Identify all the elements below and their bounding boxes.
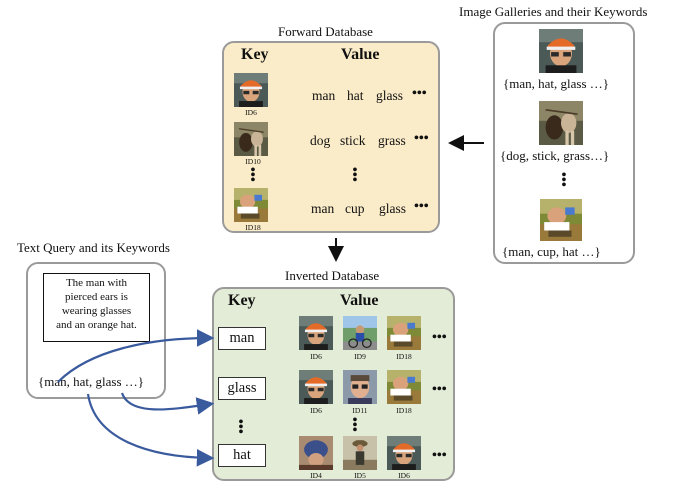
forward-value-header: Value	[341, 46, 380, 63]
gallery-keywords: {man, cup, hat …}	[502, 244, 601, 259]
inverted-value-header: Value	[340, 292, 379, 309]
gallery-keywords: {man, hat, glass …}	[503, 76, 609, 91]
text-query-title: Text Query and its Keywords	[17, 240, 170, 255]
gallery-vertical-ellipsis: •••	[561, 168, 567, 193]
inverted-key-hat: hat	[218, 444, 266, 467]
inverted-row-ellipsis: •••	[432, 382, 447, 397]
forward-row-ellipsis: •••	[414, 131, 429, 146]
inverted-id-label: ID6	[310, 352, 322, 361]
gallery-keywords: {dog, stick, grass…}	[500, 148, 610, 163]
inverted-row-ellipsis: •••	[432, 330, 447, 345]
query-glass-arrow	[120, 392, 215, 415]
forward-row-ellipsis: •••	[414, 199, 429, 214]
forward-keyword: glass	[379, 201, 406, 216]
inverted-id-label: ID11	[352, 406, 368, 415]
inverted-db-title: Inverted Database	[285, 268, 380, 283]
inverted-id-label: ID6	[310, 406, 322, 415]
query-sentence-box: The man with pierced ears is wearing gla…	[43, 273, 150, 342]
gallery-title: Image Galleries and their Keywords	[459, 4, 648, 19]
inverted-row-ellipsis: •••	[432, 448, 447, 463]
forward-db-title: Forward Database	[278, 24, 373, 39]
query-sentence-line: and an orange hat.	[56, 319, 137, 331]
inverted-id-label: ID18	[396, 406, 412, 415]
query-keywords: {man, hat, glass …}	[38, 374, 144, 389]
inverted-id-label: ID18	[396, 352, 412, 361]
inverted-id-label: ID6	[398, 471, 410, 480]
forward-vertical-ellipsis: •••	[352, 163, 358, 188]
forward-id-label: ID6	[245, 108, 257, 117]
query-man-arrow	[57, 329, 215, 383]
inverted-vertical-ellipsis: •••	[238, 415, 244, 440]
inverted-key-header: Key	[228, 292, 256, 309]
forward-id-label: ID18	[245, 223, 261, 232]
query-sentence-line: pierced ears is	[65, 291, 128, 303]
query-hat-arrow	[86, 393, 215, 467]
forward-keyword: glass	[376, 88, 403, 103]
forward-vertical-ellipsis: •••	[250, 163, 256, 188]
forward-keyword: hat	[347, 88, 364, 103]
forward-keyword: man	[312, 88, 336, 103]
forward-keyword: dog	[310, 133, 331, 148]
forward-key-header: Key	[241, 46, 269, 63]
inverted-id-label: ID4	[310, 471, 322, 480]
inverted-key-man: man	[218, 327, 266, 350]
query-sentence-line: The man with	[65, 277, 128, 289]
forward-keyword: grass	[378, 133, 406, 148]
forward-keyword: cup	[345, 201, 365, 216]
forward-id-label: ID10	[245, 157, 261, 166]
query-sentence-line: wearing glasses	[61, 305, 132, 317]
forward-keyword: stick	[340, 133, 366, 148]
inverted-id-label: ID5	[354, 471, 366, 480]
forward-row-ellipsis: •••	[412, 86, 427, 101]
inverted-vertical-ellipsis: •••	[352, 413, 358, 438]
forward-keyword: man	[311, 201, 335, 216]
inverted-key-glass: glass	[218, 377, 266, 400]
inverted-id-label: ID9	[354, 352, 366, 361]
